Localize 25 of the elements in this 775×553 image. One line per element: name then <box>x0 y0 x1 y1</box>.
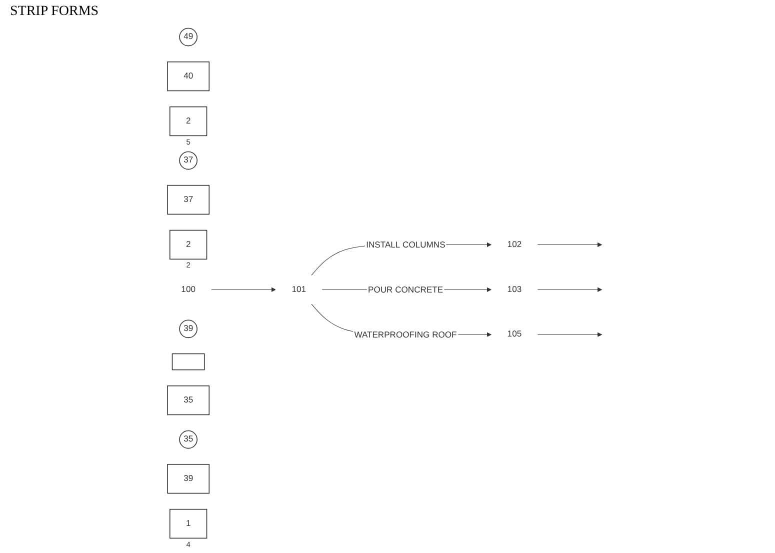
activity-label: STRIP FORMS <box>10 4 100 20</box>
arrow <box>537 242 602 248</box>
node-box <box>170 106 208 136</box>
node-box <box>170 508 208 539</box>
node-text: 103 <box>507 284 522 294</box>
node-box <box>167 184 210 215</box>
node-text: 101 <box>292 284 306 294</box>
node-text: 105 <box>507 330 522 339</box>
node-circle <box>179 320 198 338</box>
node-box <box>172 353 205 370</box>
node-text: 100 <box>181 284 196 294</box>
node-box <box>167 464 210 494</box>
edge-label: WATERPROOFING ROOF <box>354 330 457 340</box>
node-circle <box>179 151 198 170</box>
node-circle <box>179 430 198 449</box>
node-circle <box>179 28 198 46</box>
node-text: 102 <box>507 240 522 249</box>
edge-label: POUR CONCRETE <box>368 284 444 295</box>
node-box <box>167 61 210 92</box>
arrow <box>211 287 276 292</box>
node-box <box>170 230 208 260</box>
arrow <box>537 332 602 337</box>
node-box <box>167 385 210 416</box>
edge-label: INSTALL COLUMNS <box>366 240 446 250</box>
arrow <box>537 287 602 292</box>
